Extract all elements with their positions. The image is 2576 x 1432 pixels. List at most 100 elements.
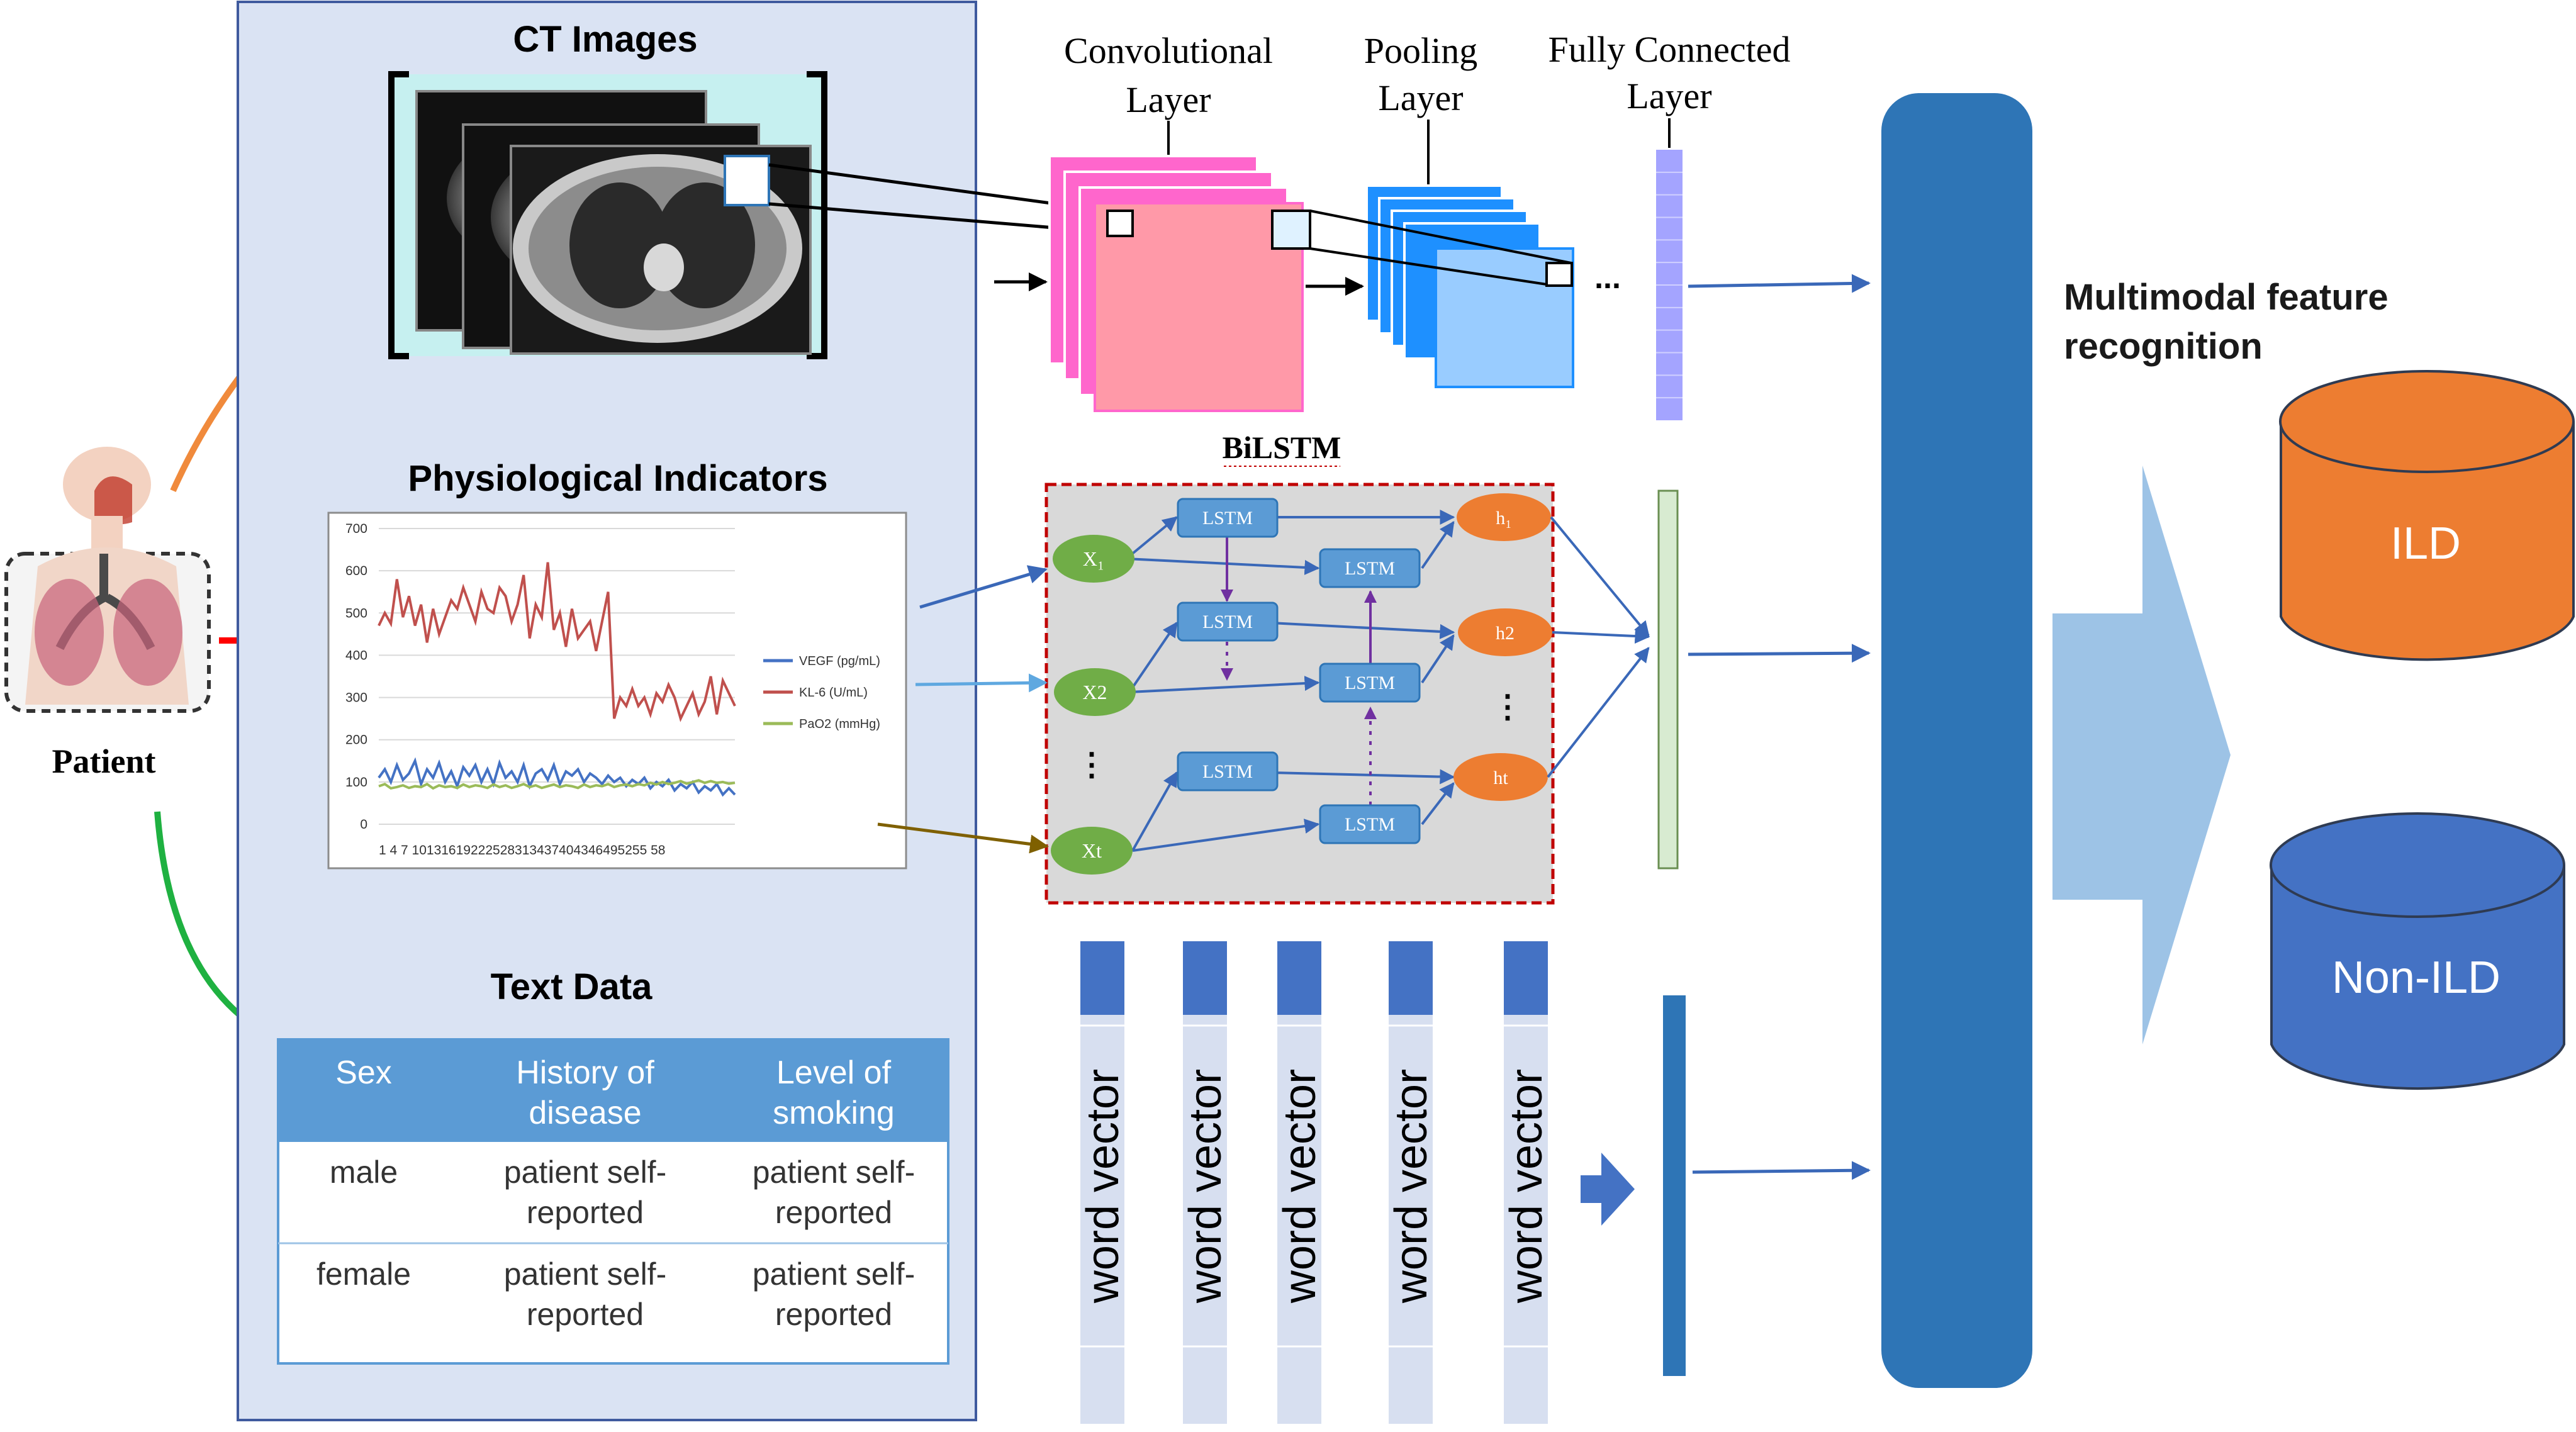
- text-data-title: Text Data: [491, 966, 653, 1007]
- word-vector-column: word vector: [1078, 941, 1128, 1424]
- word-vector-label: word vector: [1180, 1069, 1231, 1304]
- word-vector-columns: word vector word vector word vector word ve…: [1078, 941, 1552, 1424]
- fc-layer-label-line1: Fully Connected: [1548, 29, 1790, 70]
- output-ellipsis: ⋮: [1492, 689, 1523, 724]
- ild-label: ILD: [2390, 518, 2461, 569]
- ct-left-lung: [569, 182, 670, 308]
- physio-to-x1-arrow: [919, 565, 1048, 609]
- patient-right-lung: [113, 579, 182, 686]
- patient-label: Patient: [52, 742, 156, 780]
- output-h2-label: h2: [1496, 623, 1515, 644]
- table-cell-history: patient self-: [504, 1155, 666, 1190]
- patient-airway: [94, 476, 132, 525]
- word-vector-column: word vector: [1501, 941, 1552, 1424]
- physio-y-tick-label: 400: [345, 648, 367, 663]
- lstm-cell: LSTM: [1177, 498, 1279, 538]
- table-cell-smoking: patient self-: [753, 1155, 915, 1190]
- bilstm-output-ht: ht: [1453, 753, 1548, 801]
- physio-x-tick-labels: 1 4 7 10131619222528313437404346495255 5…: [379, 843, 665, 858]
- pooling-feature-maps: [1271, 184, 1574, 388]
- table-cell-sex: male: [330, 1155, 398, 1190]
- bilstm-connections: [1125, 510, 1455, 852]
- legend-label: PaO2 (mmHg): [799, 717, 880, 731]
- ct-heart: [644, 243, 684, 291]
- non-ild-cylinder: Non-ILD: [2270, 812, 2565, 1090]
- table-cell-smoking: patient self-: [753, 1256, 915, 1292]
- pooling-layer-label-line1: Pooling: [1364, 30, 1478, 71]
- fusion-label-line1: Multimodal feature: [2064, 277, 2388, 318]
- physio-to-x2-arrow: [915, 673, 1048, 693]
- table-header-cell: History of: [516, 1054, 654, 1091]
- lstm-cell: LSTM: [1177, 751, 1279, 792]
- lstm-cell: LSTM: [1177, 601, 1279, 642]
- pooling-layer-label-line2: Layer: [1378, 77, 1463, 118]
- table-cell-history: reported: [527, 1297, 644, 1332]
- conv-kernel-window: [1106, 210, 1134, 237]
- bilstm-output-h1: h₁: [1457, 493, 1551, 541]
- physio-y-tick-label: 300: [345, 691, 367, 705]
- word-vector-column: word vector: [1180, 941, 1231, 1424]
- word-vector-label: word vector: [1501, 1069, 1552, 1304]
- word-vector-label: word vector: [1078, 1069, 1128, 1304]
- cnn-ellipsis: ...: [1594, 260, 1621, 295]
- bilstm-input-xt: Xt: [1051, 827, 1133, 875]
- physio-y-tick-label: 100: [345, 775, 367, 790]
- lstm-cell-label: LSTM: [1202, 612, 1253, 632]
- bilstm-recurrent-links: [1221, 535, 1377, 805]
- physio-title: Physiological Indicators: [408, 458, 827, 499]
- conv-layer-label-line1: Convolutional: [1064, 30, 1273, 71]
- fusion-label-line2: recognition: [2064, 326, 2263, 367]
- physio-chart-frame: [327, 512, 907, 870]
- lstm-cell-label: LSTM: [1202, 761, 1253, 782]
- lstm-cell: LSTM: [1319, 663, 1421, 703]
- input-x1-label: X₁: [1083, 547, 1104, 570]
- patient-left-lung: [35, 579, 104, 686]
- output-h1-label: h₁: [1496, 508, 1511, 529]
- physio-y-tick-label: 200: [345, 733, 367, 747]
- input-x2-label: X2: [1082, 681, 1107, 703]
- legend-label: KL-6 (U/mL): [799, 686, 868, 700]
- table-cell-history: reported: [527, 1195, 644, 1230]
- physio-series-line-2: [378, 779, 736, 790]
- physio-y-tick-label: 0: [360, 817, 367, 832]
- table-header-cell: Level of: [776, 1054, 892, 1091]
- table-header-cell: Sex: [335, 1054, 392, 1091]
- fc-layer-label-line2: Layer: [1627, 76, 1711, 116]
- bilstm-title: BiLSTM: [1223, 430, 1341, 465]
- input-xt-label: Xt: [1082, 839, 1102, 862]
- bilstm-to-fusion-arrow: [1688, 644, 1871, 663]
- input-ellipsis: ⋮: [1076, 747, 1107, 782]
- table-cell-sex: female: [316, 1256, 411, 1292]
- cnn-column: Convolutional Layer Pooling Layer Fully …: [994, 29, 1871, 420]
- output-ht-label: ht: [1493, 768, 1508, 788]
- pool-window: [1545, 262, 1573, 287]
- non-ild-label: Non-ILD: [2332, 953, 2500, 1003]
- multimodal-fusion-bar: [1881, 93, 2032, 1388]
- text-feature-bar: [1663, 995, 1686, 1376]
- bilstm-output-bar: [1657, 489, 1679, 870]
- lstm-cell-label: LSTM: [1345, 558, 1395, 579]
- lstm-cell-label: LSTM: [1345, 673, 1395, 693]
- lstm-cell: LSTM: [1319, 548, 1421, 588]
- ct-receptive-field: [724, 155, 770, 206]
- ild-cylinder: ILD: [2279, 370, 2575, 661]
- table-cell-smoking: reported: [775, 1195, 892, 1230]
- bilstm-input-x1: X₁: [1053, 535, 1134, 583]
- lstm-cell-label: LSTM: [1202, 508, 1253, 529]
- physio-to-xt-arrow: [877, 822, 1049, 854]
- word-vector-label: word vector: [1275, 1069, 1325, 1304]
- table-cell-history: patient self-: [504, 1256, 666, 1292]
- physio-y-tick-label: 500: [345, 606, 367, 620]
- text-to-fusion-arrow: [1692, 1161, 1871, 1180]
- conv-layer-label-line2: Layer: [1126, 79, 1211, 120]
- table-header-cell: smoking: [773, 1095, 895, 1131]
- word-vector-column: word vector: [1386, 941, 1436, 1424]
- bilstm-input-x2: X2: [1054, 668, 1136, 716]
- table-cell-smoking: reported: [775, 1297, 892, 1332]
- fc-to-fusion-arrow: [1688, 274, 1871, 293]
- physio-series-line-1: [378, 562, 736, 722]
- patient-figure: Patient: [4, 447, 211, 780]
